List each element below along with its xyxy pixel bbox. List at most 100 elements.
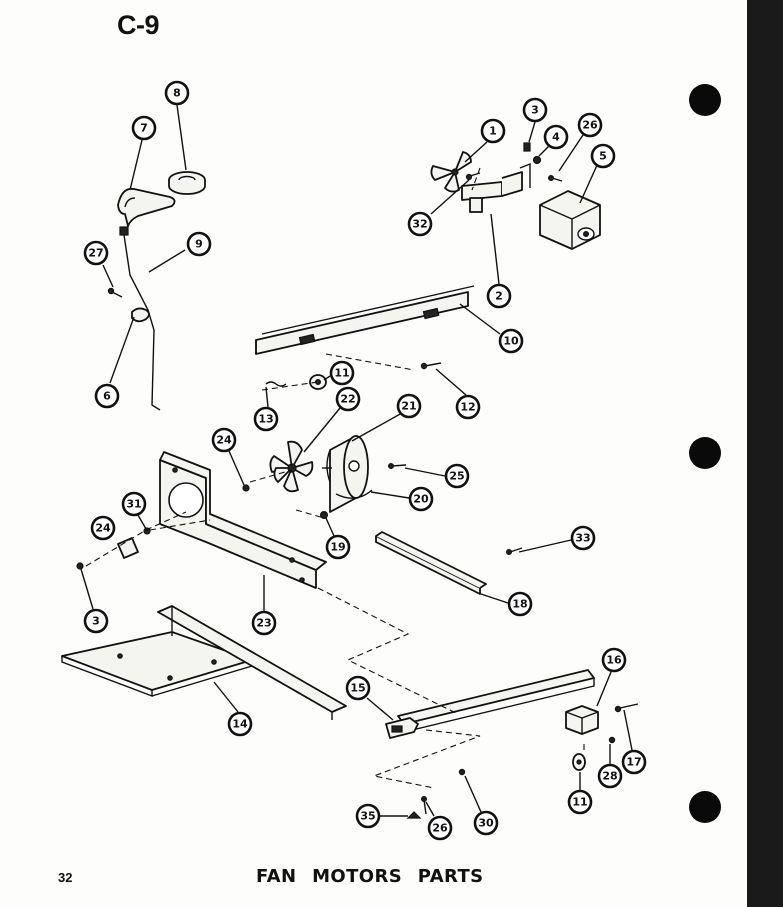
svg-text:11: 11 — [572, 796, 587, 809]
svg-text:27: 27 — [88, 247, 103, 260]
part-12-screw — [420, 362, 442, 370]
callout-11-lower: 11 — [567, 789, 593, 815]
callout-26-lower: 26 — [427, 815, 453, 841]
svg-text:26: 26 — [582, 119, 598, 132]
svg-text:23: 23 — [256, 617, 271, 630]
callout-6: 6 — [94, 383, 120, 409]
part-32-screw — [465, 172, 481, 181]
part-16-rail — [397, 669, 595, 733]
part-5-fan-motor — [539, 190, 601, 250]
page-number: 32 — [58, 870, 73, 885]
callout-22: 22 — [335, 386, 361, 412]
callout-19: 19 — [325, 534, 351, 560]
svg-text:24: 24 — [95, 522, 111, 535]
assembly-lines — [85, 167, 585, 789]
svg-text:9: 9 — [195, 238, 203, 251]
callout-3-lower: 3 — [83, 608, 109, 634]
callout-27: 27 — [83, 240, 109, 266]
svg-text:3: 3 — [531, 104, 539, 117]
svg-text:5: 5 — [599, 150, 607, 163]
part-17-screw — [614, 703, 639, 713]
svg-text:13: 13 — [258, 413, 273, 426]
part-16-mounting-block — [565, 705, 599, 735]
binder-hole-middle — [689, 437, 721, 469]
part-26-screw-lower — [421, 795, 428, 815]
part-20-strap — [335, 489, 373, 499]
svg-text:7: 7 — [140, 122, 148, 135]
part-35-nut — [406, 811, 422, 819]
part-21-fan-motor-drum — [322, 435, 369, 513]
scan-edge-strip — [747, 0, 783, 907]
callout-28: 28 — [597, 763, 623, 789]
svg-text:11: 11 — [334, 367, 349, 380]
svg-text:18: 18 — [512, 598, 527, 611]
svg-text:15: 15 — [350, 682, 365, 695]
callout-10: 10 — [498, 328, 524, 354]
callout-17: 17 — [621, 749, 647, 775]
part-19-washer — [320, 511, 329, 520]
callout-14: 14 — [227, 711, 253, 737]
part-24-cover-plate — [117, 537, 139, 559]
callout-20: 20 — [408, 486, 434, 512]
svg-text:4: 4 — [552, 131, 560, 144]
part-25-screw — [388, 463, 407, 470]
svg-text:17: 17 — [626, 756, 641, 769]
callout-5: 5 — [590, 143, 616, 169]
svg-text:1: 1 — [489, 125, 497, 138]
part-10-mounting-channel — [255, 285, 475, 355]
part-11-nut-upper — [309, 374, 327, 390]
callout-8: 8 — [164, 80, 190, 106]
callout-12: 12 — [455, 394, 481, 420]
svg-text:14: 14 — [232, 718, 248, 731]
callout-15: 15 — [345, 675, 371, 701]
callout-23: 23 — [251, 610, 277, 636]
binder-hole-bottom — [689, 791, 721, 823]
part-33-screw — [506, 547, 523, 555]
callout-2: 2 — [486, 283, 512, 309]
callout-4: 4 — [543, 124, 569, 150]
callout-32: 32 — [407, 211, 433, 237]
svg-text:26: 26 — [432, 822, 448, 835]
svg-text:21: 21 — [401, 400, 416, 413]
callout-24-upper: 24 — [211, 427, 237, 453]
callout-35: 35 — [355, 803, 381, 829]
callout-31: 31 — [121, 491, 147, 517]
part-1-fan-blade — [430, 151, 472, 193]
svg-text:32: 32 — [412, 218, 427, 231]
part-26-screw-upper — [547, 175, 563, 182]
svg-text:20: 20 — [413, 493, 429, 506]
svg-text:35: 35 — [360, 810, 375, 823]
svg-text:10: 10 — [503, 335, 519, 348]
callout-18: 18 — [507, 591, 533, 617]
part-4-washer — [532, 155, 542, 165]
callout-16: 16 — [601, 647, 627, 673]
svg-text:24: 24 — [216, 434, 232, 447]
callout-9: 9 — [186, 231, 212, 257]
callout-30: 30 — [473, 810, 499, 836]
leader-lines — [80, 104, 633, 817]
part-14-rail — [157, 605, 347, 720]
part-23-mounting-plate — [159, 451, 327, 589]
part-27-screw — [107, 287, 123, 298]
part-9-control-rod — [123, 234, 161, 411]
svg-text:6: 6 — [103, 390, 111, 403]
part-15-bracket — [385, 717, 419, 739]
svg-text:28: 28 — [602, 770, 617, 783]
part-3-nut-upper — [523, 142, 531, 152]
section-code: C-9 — [117, 10, 160, 40]
part-3-screw-lower — [76, 562, 84, 570]
svg-text:12: 12 — [460, 401, 475, 414]
callout-1: 1 — [480, 118, 506, 144]
callout-13: 13 — [253, 406, 279, 432]
callout-7: 7 — [131, 115, 157, 141]
svg-text:31: 31 — [126, 498, 141, 511]
callout-3-upper: 3 — [522, 97, 548, 123]
svg-text:22: 22 — [340, 393, 355, 406]
part-13-spring-clip — [265, 381, 287, 387]
svg-text:19: 19 — [330, 541, 345, 554]
part-2-motor-bracket — [461, 162, 531, 213]
part-31-screw — [143, 527, 151, 535]
svg-text:25: 25 — [449, 470, 464, 483]
